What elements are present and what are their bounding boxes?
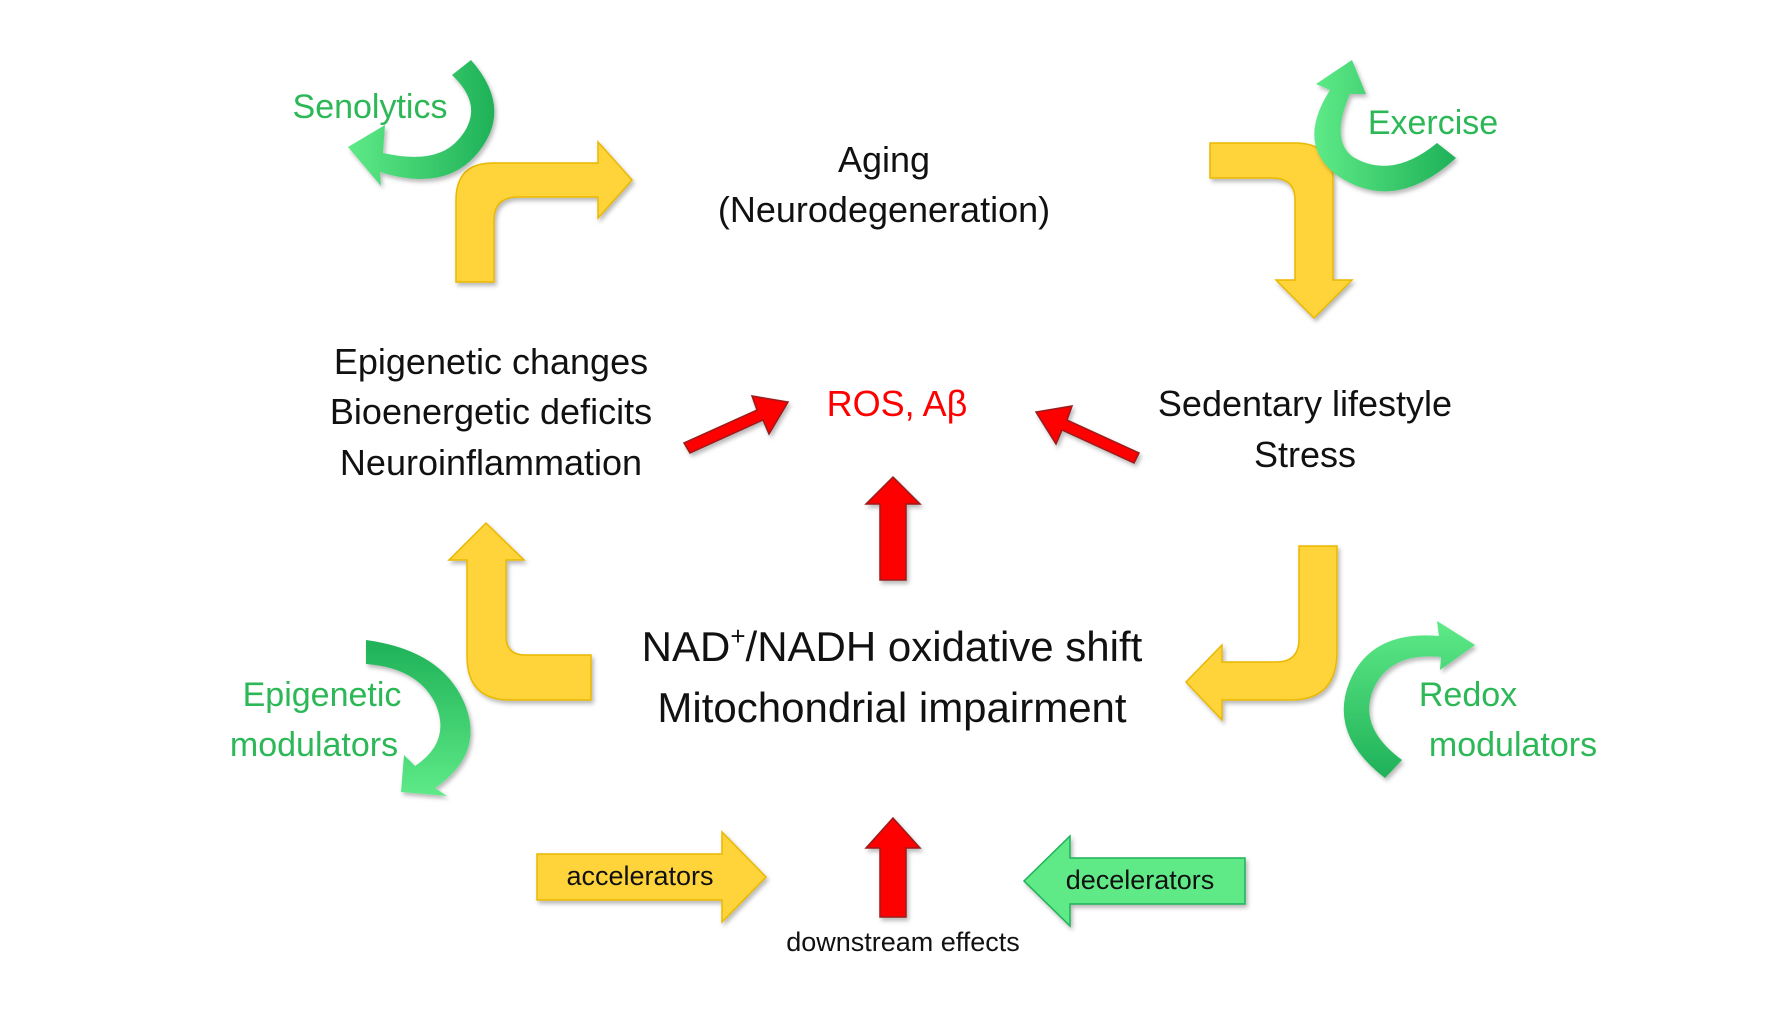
red-arrow-nad-to-ros	[864, 475, 922, 581]
legend-decelerators-arrow	[1022, 834, 1246, 928]
cycle-arrow-epigenetic-to-aging	[455, 140, 634, 283]
legend-downstream-arrow	[864, 816, 922, 918]
nad-prefix: NAD	[642, 623, 731, 670]
legend-accelerators-label: accelerators	[566, 861, 713, 891]
epigenetic-line-1: Epigenetic changes	[334, 341, 648, 382]
cycle-arrow-nad-to-epigenetic	[447, 521, 592, 701]
mito-node: Mitochondrial impairment	[657, 684, 1127, 731]
nad-rest: /NADH oxidative shift	[746, 623, 1143, 670]
redox-modulators-arrow	[1343, 621, 1475, 778]
exercise-arrow	[1314, 60, 1456, 192]
cycle-arrow-sedentary-to-nad	[1184, 545, 1338, 722]
aging-line-2: (Neurodegeneration)	[718, 189, 1050, 230]
nad-superscript: +	[730, 621, 745, 651]
epigenetic-line-2: Bioenergetic deficits	[330, 391, 652, 432]
epigenetic-modulators-label: Epigenetic modulators	[230, 676, 401, 764]
sedentary-line-1: Sedentary lifestyle	[1158, 383, 1452, 424]
aging-line-1: Aging	[838, 139, 930, 180]
nad-node: NAD+/NADH oxidative shift	[642, 621, 1143, 670]
epigenetic-modulators-line-1: Epigenetic	[243, 676, 402, 714]
sedentary-line-2: Stress	[1254, 434, 1356, 475]
aging-node: Aging (Neurodegeneration)	[718, 139, 1050, 230]
sedentary-node: Sedentary lifestyle Stress	[1158, 383, 1452, 475]
red-arrow-sedentary-to-ros	[1034, 405, 1141, 464]
legend-downstream-label: downstream effects	[786, 927, 1020, 957]
redox-modulators-line-2: modulators	[1429, 726, 1597, 764]
legend-decelerators-label: decelerators	[1066, 865, 1215, 895]
epigenetic-modulators-line-2: modulators	[230, 726, 398, 764]
exercise-label: Exercise	[1368, 104, 1498, 142]
senolytics-label: Senolytics	[293, 88, 448, 126]
red-arrow-epigenetic-to-ros	[682, 395, 790, 454]
senolytics-arrow	[348, 60, 495, 186]
epigenetic-modulators-arrow	[366, 640, 471, 796]
epigenetic-line-3: Neuroinflammation	[340, 442, 642, 483]
redox-modulators-label: Redox modulators	[1419, 676, 1597, 764]
epigenetic-node: Epigenetic changes Bioenergetic deficits…	[330, 341, 652, 483]
redox-modulators-line-1: Redox	[1419, 676, 1517, 714]
ros-node: ROS, Aβ	[827, 383, 968, 424]
legend-accelerators-arrow	[536, 830, 768, 924]
